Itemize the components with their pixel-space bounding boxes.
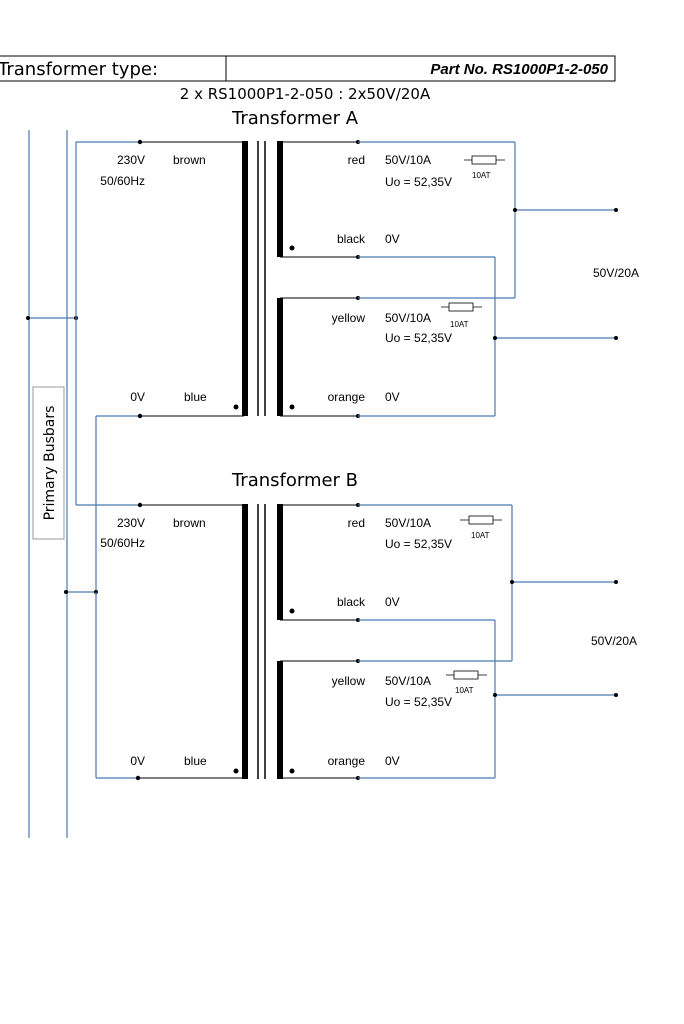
transformer-b: Transformer B: [76, 470, 637, 781]
secondary-bottom-voltage: 0V: [385, 232, 400, 246]
secondary-bottom-wire: black: [337, 595, 366, 609]
secondary-bottom-voltage: 0V: [385, 754, 400, 768]
primary-bottom-voltage: 0V: [130, 390, 145, 404]
transformer-type-label: Transformer type:: [0, 59, 158, 80]
primary-top-wire: brown: [173, 153, 206, 167]
secondary-bottom-wire: black: [337, 232, 366, 246]
transformer-title: Transformer A: [231, 108, 359, 129]
secondary-top-wire: yellow: [332, 311, 366, 325]
fuse-icon: [464, 155, 505, 165]
fuse-icon: [460, 515, 502, 525]
secondary-uo: Uo = 52,35V: [385, 537, 452, 551]
secondary-top-wire: red: [348, 153, 365, 167]
output-rating: 50V/20A: [591, 634, 637, 648]
primary-busbars: Primary Busbars: [28, 130, 68, 838]
secondary-top-wire: yellow: [332, 674, 366, 688]
secondary-bottom-voltage: 0V: [385, 390, 400, 404]
fuse-rating: 10AT: [455, 686, 474, 695]
primary-bottom-wire: blue: [184, 754, 207, 768]
busbar-label: Primary Busbars: [42, 406, 58, 521]
primary-frequency: 50/60Hz: [100, 536, 145, 550]
transformer-title: Transformer B: [231, 470, 358, 491]
primary-frequency: 50/60Hz: [100, 174, 145, 188]
fuse-rating: 10AT: [450, 320, 469, 329]
fuse-rating: 10AT: [472, 171, 491, 180]
secondary-rating: 50V/10A: [385, 516, 431, 530]
fuse-rating: 10AT: [471, 531, 490, 540]
fuse-icon: [446, 670, 487, 680]
fuse-icon: [441, 302, 482, 312]
output-rating: 50V/20A: [593, 266, 639, 280]
secondary-bottom-wire: orange: [328, 390, 366, 404]
primary-bottom-wire: blue: [184, 390, 207, 404]
secondary-rating: 50V/10A: [385, 311, 431, 325]
secondary-uo: Uo = 52,35V: [385, 331, 452, 345]
part-number: Part No. RS1000P1-2-050: [430, 61, 608, 78]
primary-voltage: 230V: [117, 153, 145, 167]
subtitle: 2 x RS1000P1-2-050 : 2x50V/20A: [180, 85, 431, 103]
primary-top-wire: brown: [173, 516, 206, 530]
secondary-uo: Uo = 52,35V: [385, 175, 452, 189]
secondary-rating: 50V/10A: [385, 674, 431, 688]
transformer-a: Transformer A: [26, 108, 639, 594]
secondary-top-wire: red: [348, 516, 365, 530]
header-box: Transformer type: Part No. RS1000P1-2-05…: [0, 55, 616, 82]
secondary-rating: 50V/10A: [385, 153, 431, 167]
primary-bottom-voltage: 0V: [130, 754, 145, 768]
secondary-bottom-voltage: 0V: [385, 595, 400, 609]
secondary-bottom-wire: orange: [328, 754, 366, 768]
secondary-uo: Uo = 52,35V: [385, 695, 452, 709]
primary-voltage: 230V: [117, 516, 145, 530]
